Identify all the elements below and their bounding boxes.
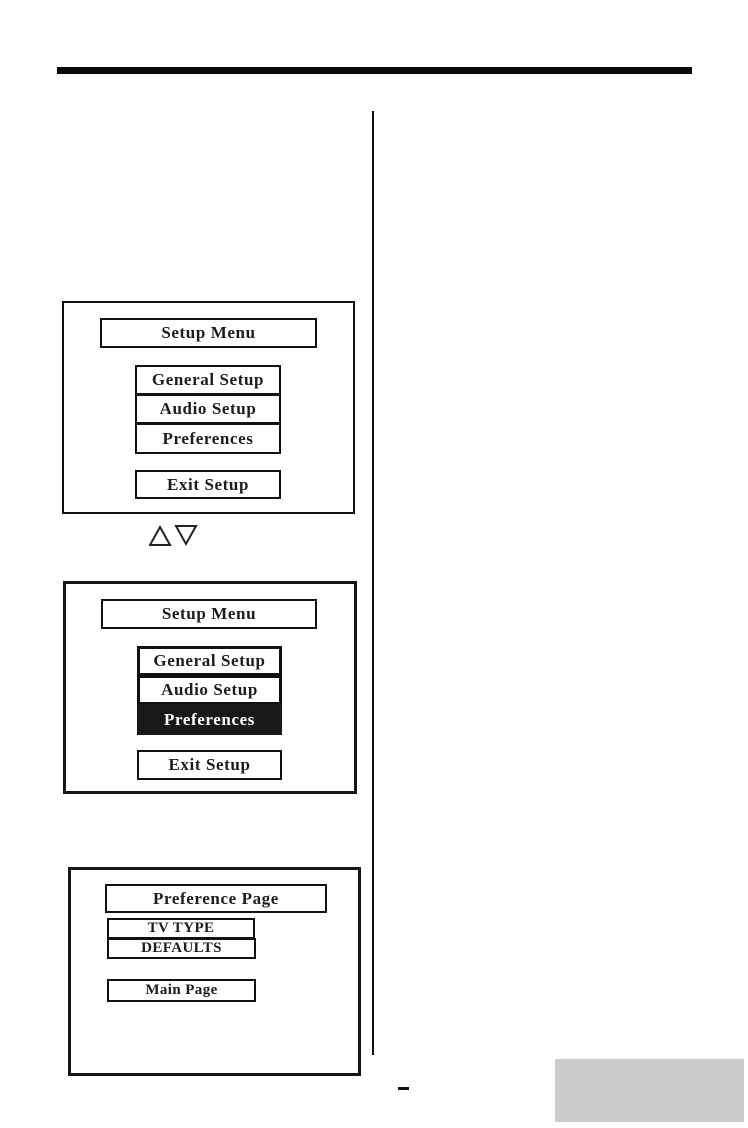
setup-menu-title: Setup Menu (100, 318, 317, 348)
menu-item-label: Preferences (164, 709, 255, 729)
menu-item-exit-setup: Exit Setup (135, 470, 281, 499)
setup-menu-title: Setup Menu (101, 599, 317, 629)
menu-item-label: DEFAULTS (141, 940, 222, 956)
page-corner-gray-box (555, 1059, 744, 1122)
setup-menu-title-label: Setup Menu (161, 323, 256, 342)
list-dash-mark (398, 1087, 409, 1090)
triangle-up-icon (149, 524, 172, 546)
menu-item-general-setup: General Setup (135, 365, 281, 395)
menu-item-preferences-selected: Preferences (137, 704, 282, 735)
updown-nav-icons (149, 522, 201, 548)
column-divider-line (372, 111, 374, 1055)
menu-item-tv-type: TV TYPE (107, 918, 255, 939)
menu-item-label: TV TYPE (147, 920, 215, 936)
menu-item-label: Preferences (162, 428, 254, 448)
menu-item-label: Audio Setup (159, 399, 257, 418)
preference-page-title: Preference Page (105, 884, 327, 913)
menu-item-audio-setup: Audio Setup (135, 394, 281, 424)
menu-item-label: Audio Setup (161, 680, 258, 699)
page-top-rule (57, 67, 692, 74)
menu-item-main-page: Main Page (107, 979, 256, 1002)
menu-item-defaults: DEFAULTS (107, 938, 256, 959)
menu-item-label: General Setup (153, 651, 266, 670)
menu-item-label: General Setup (151, 370, 265, 389)
menu-item-exit-setup: Exit Setup (137, 750, 282, 780)
menu-item-label: Main Page (145, 982, 218, 998)
menu-item-audio-setup: Audio Setup (137, 675, 282, 705)
menu-item-label: Exit Setup (168, 755, 251, 774)
preference-page-title-label: Preference Page (153, 888, 279, 908)
menu-item-label: Exit Setup (166, 474, 250, 494)
menu-item-general-setup: General Setup (137, 646, 282, 676)
menu-item-preferences: Preferences (135, 423, 281, 454)
setup-menu-title-label: Setup Menu (161, 604, 257, 623)
triangle-down-icon (174, 525, 198, 547)
